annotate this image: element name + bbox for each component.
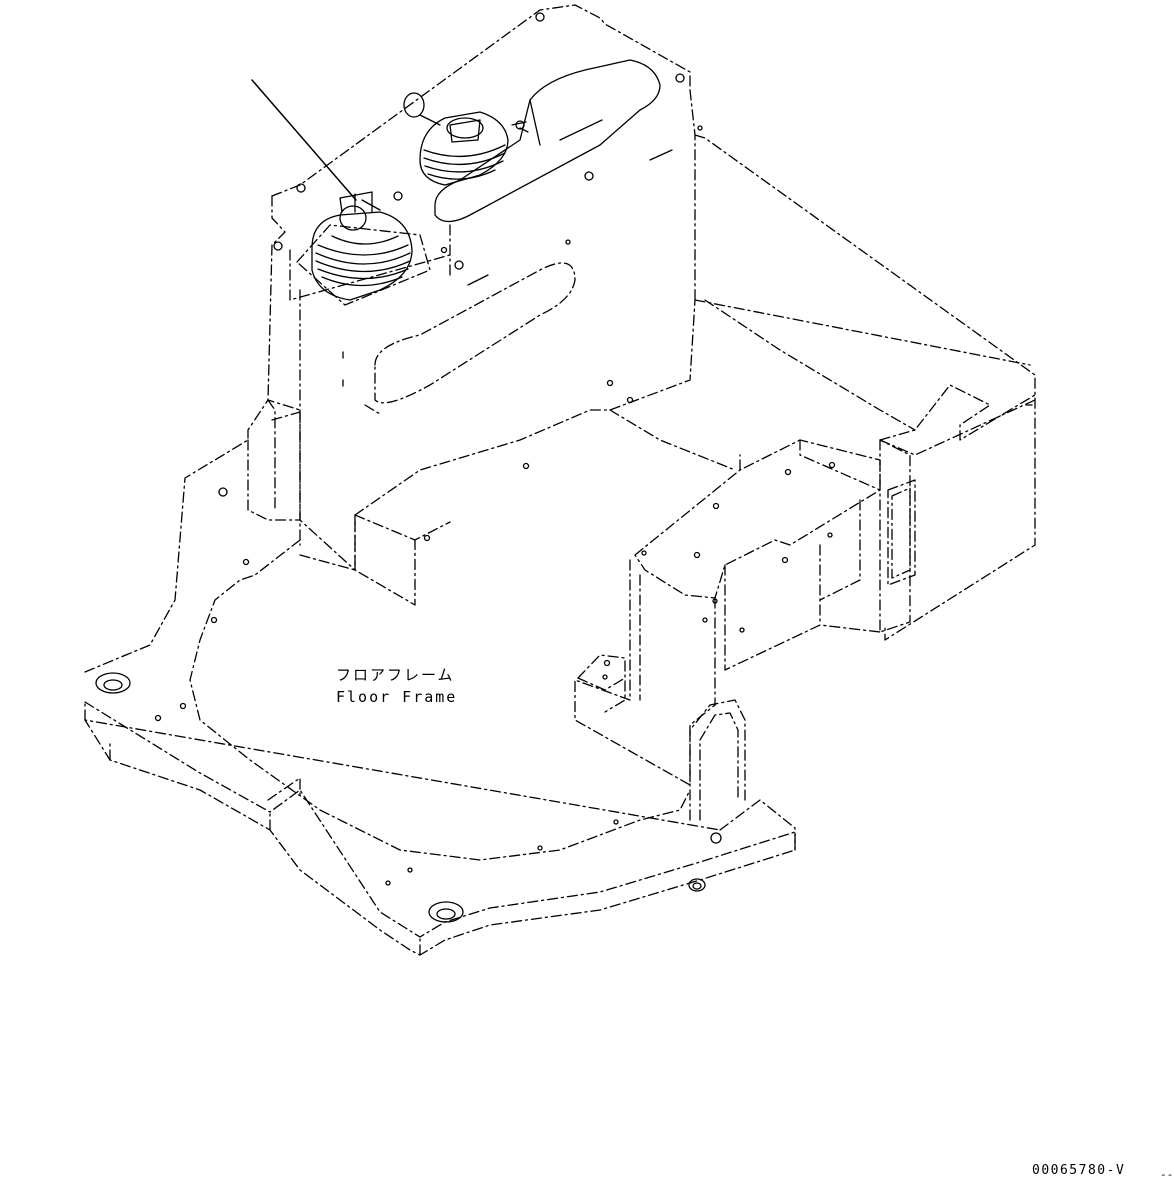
floor-frame-plate	[84, 399, 796, 956]
center-crossmember	[574, 439, 881, 786]
left-front-post	[247, 399, 301, 521]
seat-floor-platform	[609, 134, 1036, 641]
pedestal-small-bracket	[577, 654, 626, 713]
part-label-english: Floor Frame	[336, 688, 458, 706]
part-label-japanese: フロアフレーム	[336, 666, 455, 684]
left-joystick	[296, 191, 431, 306]
left-console-box	[267, 4, 696, 606]
front-leg-post	[689, 699, 746, 821]
drawing-code: 00065780-V	[1032, 1163, 1126, 1178]
corner-mark: --	[1160, 1168, 1174, 1181]
armrest	[434, 59, 661, 223]
crossmember-bolt-holes	[423, 461, 836, 680]
frame-mounting-holes	[95, 379, 722, 923]
leader-line	[251, 79, 357, 201]
right-joystick	[403, 92, 509, 186]
right-bracket	[879, 384, 1036, 633]
console-face-details	[273, 12, 703, 387]
